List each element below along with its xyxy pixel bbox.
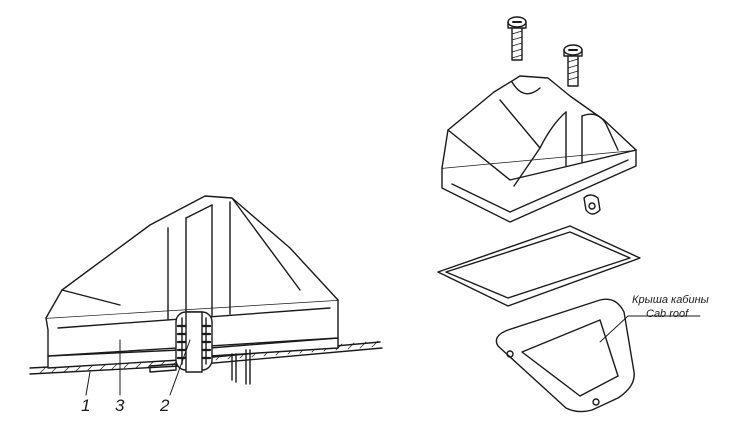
callout-2: 2 <box>160 396 170 415</box>
callout-3: 3 <box>115 396 125 415</box>
leader-lines <box>85 339 191 396</box>
gasket <box>437 225 641 307</box>
clip-nut <box>583 194 601 215</box>
screw-right <box>563 44 583 87</box>
cab-roof-label-ru: Крыша кабины <box>632 294 709 306</box>
cab-roof-label-en: Cab roof <box>646 308 689 320</box>
lamp-housing <box>441 75 637 223</box>
callout-1: 1 <box>81 396 91 415</box>
screw-left <box>507 16 527 61</box>
cab-roof-plate <box>495 298 635 413</box>
roof-leader <box>599 315 701 343</box>
screw-fastener-section <box>149 311 251 385</box>
